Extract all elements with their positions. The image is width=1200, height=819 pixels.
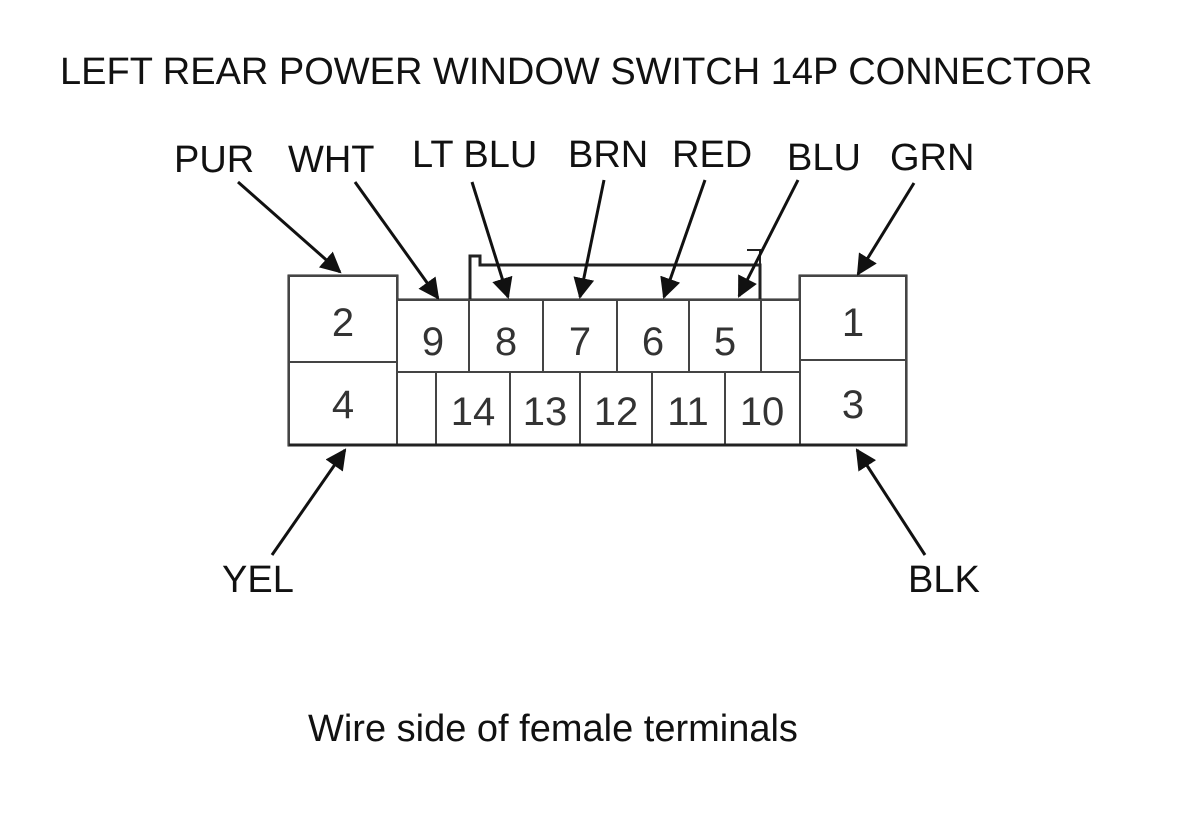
pin-cell-blank-top (760, 299, 801, 373)
arrow-brn-to-pin-7 (573, 179, 606, 300)
wire-label-pur: PUR (174, 139, 254, 181)
connector-latch (468, 249, 762, 300)
arrow-blu-to-pin-5 (737, 179, 800, 298)
wire-label-blu: BLU (787, 137, 861, 179)
arrow-lt-blu-to-pin-8 (470, 181, 513, 300)
pin-number-12: 12 (594, 390, 639, 434)
pin-number-7: 7 (569, 320, 591, 364)
pin-number-5: 5 (714, 320, 736, 364)
pin-cell-3 (799, 359, 907, 446)
arrow-grn-to-pin-1 (856, 182, 916, 276)
wire-label-wht: WHT (288, 139, 375, 181)
wire-label-red: RED (672, 134, 752, 176)
pin-number-14: 14 (451, 390, 496, 434)
pin-cell-7 (542, 299, 618, 373)
arrow-wht-to-pin-9 (353, 181, 440, 300)
arrow-red-to-pin-6 (660, 179, 707, 299)
diagram-caption: Wire side of female terminals (308, 708, 798, 750)
pin-number-3: 3 (842, 383, 864, 427)
wire-label-lt-blu: LT BLU (412, 134, 537, 176)
arrow-blk-to-pin-3 (855, 448, 927, 556)
pin-cell-14 (435, 371, 511, 446)
pin-number-13: 13 (523, 390, 568, 434)
pin-cell-10 (724, 371, 801, 446)
pin-cell-12 (579, 371, 653, 446)
arrow-pur-to-pin-2 (237, 180, 342, 274)
wire-label-grn: GRN (890, 137, 974, 179)
pin-cell-1 (799, 275, 907, 361)
pin-number-6: 6 (642, 320, 664, 364)
pin-cell-11 (651, 371, 726, 446)
wire-label-brn: BRN (568, 134, 648, 176)
pin-number-4: 4 (332, 383, 354, 427)
pin-number-2: 2 (332, 301, 354, 345)
pin-number-11: 11 (667, 390, 709, 434)
pin-cell-blank-bottom (396, 371, 437, 446)
pin-cell-8 (468, 299, 544, 373)
pin-number-8: 8 (495, 320, 517, 364)
pin-number-1: 1 (842, 301, 864, 345)
pin-number-9: 9 (422, 320, 444, 364)
diagram-title: LEFT REAR POWER WINDOW SWITCH 14P CONNEC… (60, 51, 1092, 93)
wire-label-blk: BLK (908, 559, 980, 601)
connector-body (287, 274, 908, 447)
pin-number-10: 10 (740, 390, 785, 434)
arrow-yel-to-pin-4 (270, 448, 347, 556)
wire-label-yel: YEL (222, 559, 294, 601)
